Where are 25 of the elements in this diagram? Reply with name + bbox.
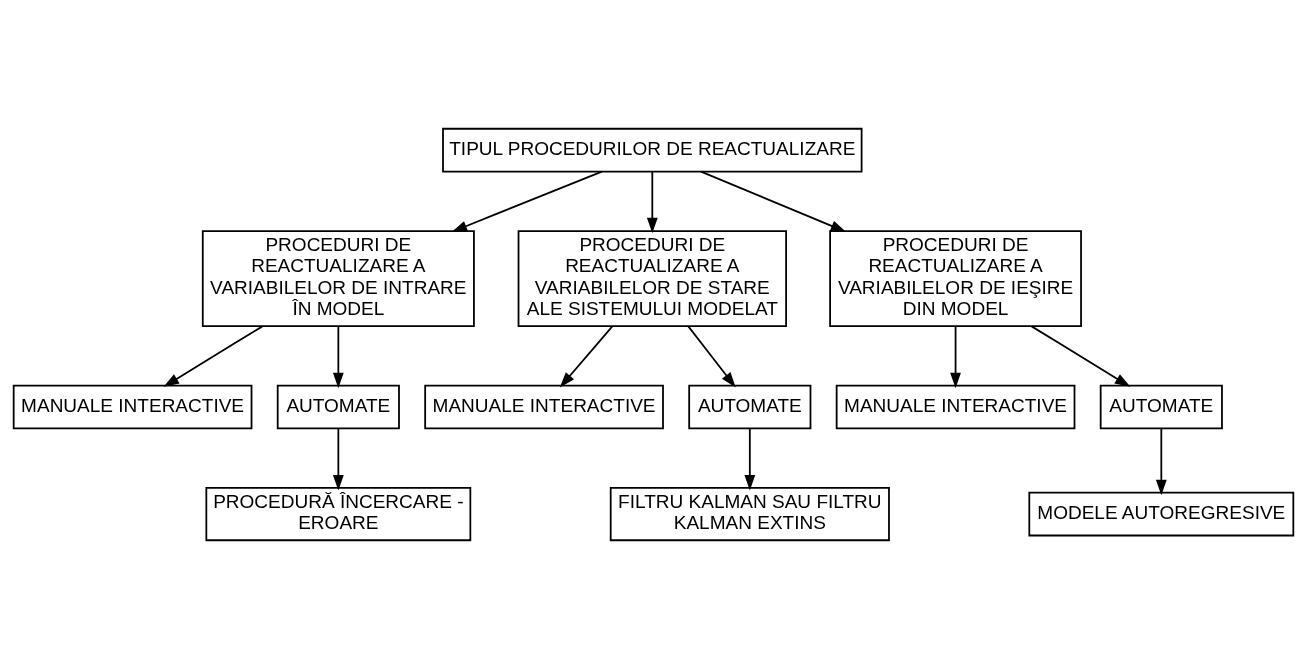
arrow bbox=[332, 428, 344, 491]
node-box: AUTOMATE bbox=[688, 384, 812, 430]
node-box: AUTOMATE bbox=[276, 384, 400, 430]
arrow bbox=[163, 325, 264, 387]
node-box: PROCEDURI DE REACTUALIZARE A VARIABILELOR DE STARE ALE SISTEMULUI MODELAT bbox=[517, 230, 787, 328]
node-box: FILTRU KALMAN SAU FILTRU KALMAN EXTINS bbox=[609, 487, 890, 542]
arrow bbox=[451, 170, 603, 232]
node-box: PROCEDURI DE REACTUALIZARE A VARIABILELOR DE INTRARE ÎN MODEL bbox=[201, 230, 475, 328]
arrow bbox=[332, 325, 344, 389]
node-box: PROCEDURĂ ÎNCERCARE - EROARE bbox=[205, 487, 472, 542]
node-box: MANUALE INTERACTIVE bbox=[424, 384, 664, 430]
arrow bbox=[744, 428, 756, 491]
arrow bbox=[646, 170, 658, 234]
arrow bbox=[559, 325, 614, 388]
arrow bbox=[1030, 325, 1131, 387]
arrow bbox=[687, 325, 736, 388]
node-box: MODELE AUTOREGRESIVE bbox=[1028, 491, 1295, 537]
arrow bbox=[700, 170, 847, 232]
node-box: MANUALE INTERACTIVE bbox=[835, 384, 1076, 430]
node-box: MANUALE INTERACTIVE bbox=[12, 384, 253, 430]
node-box: AUTOMATE bbox=[1099, 384, 1223, 430]
arrow bbox=[1155, 428, 1167, 496]
node-box: TIPUL PROCEDURILOR DE REACTUALIZARE bbox=[442, 127, 863, 173]
arrow bbox=[950, 325, 961, 389]
node-box: PROCEDURI DE REACTUALIZARE A VARIABILELOR DE IEŞIRE DIN MODEL bbox=[829, 230, 1082, 328]
